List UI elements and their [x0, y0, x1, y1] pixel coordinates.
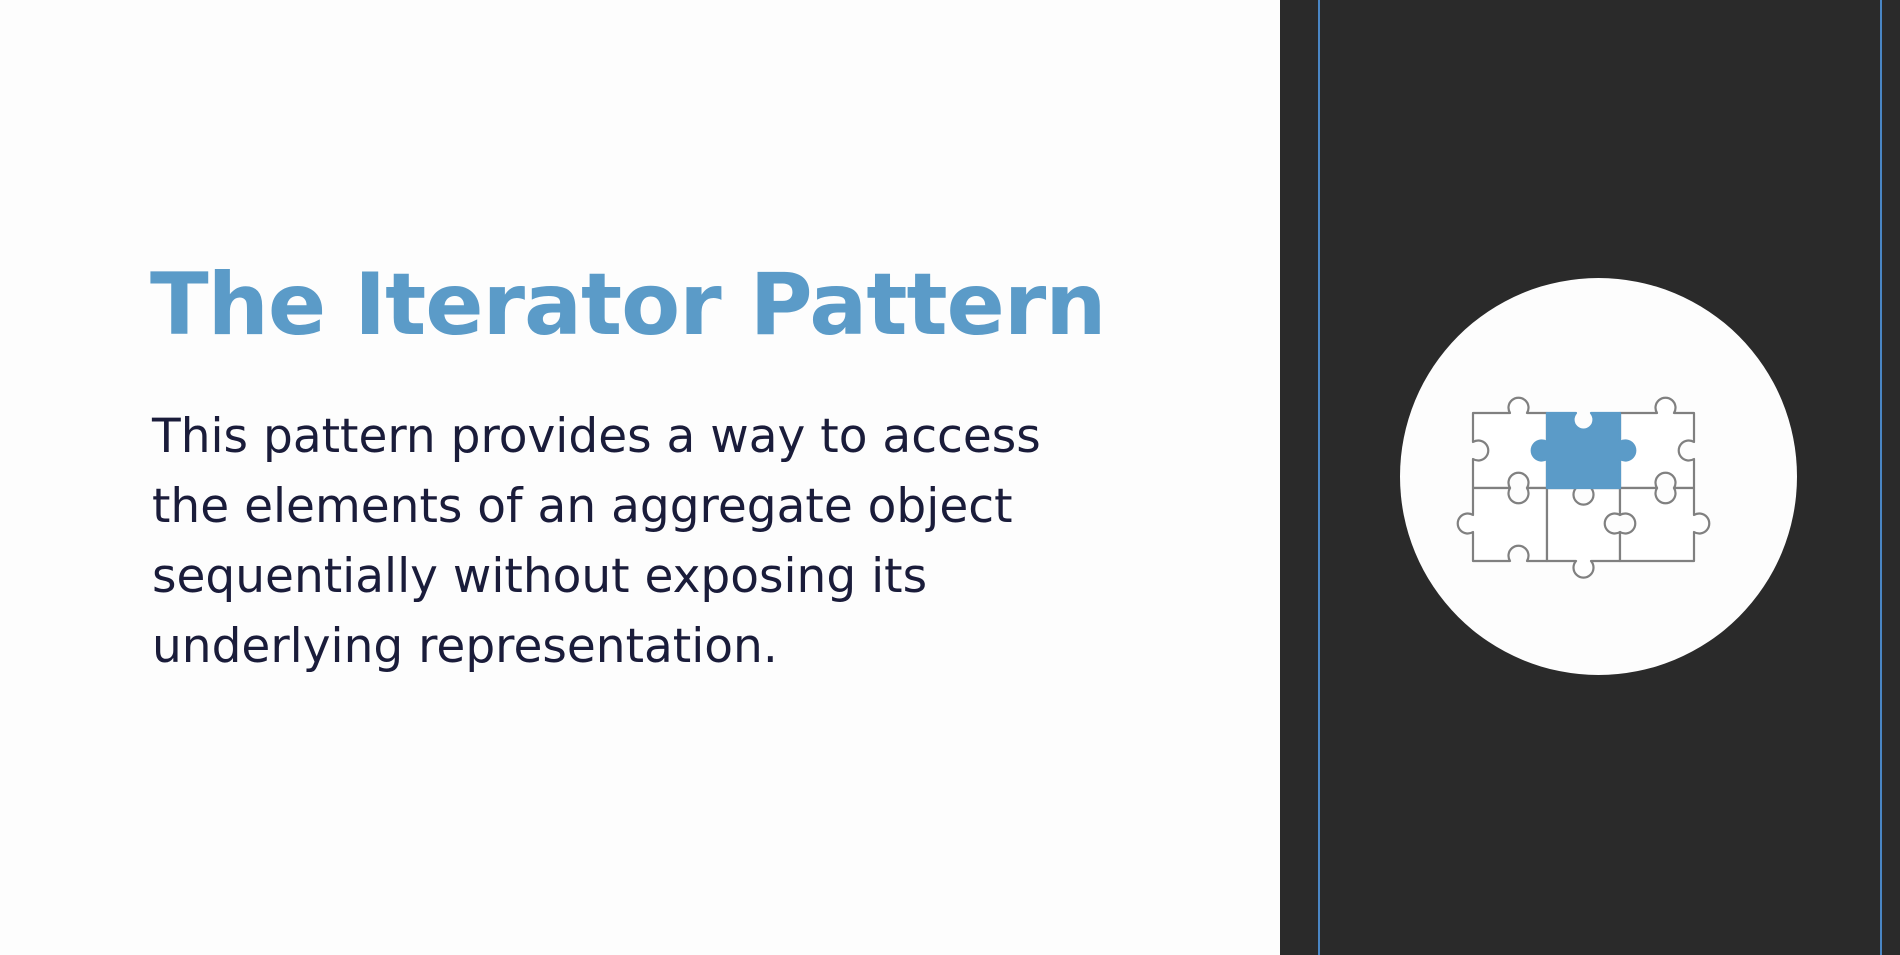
puzzle-piece-bottom-middle: [1545, 486, 1622, 579]
slide-description: This pattern provides a way to access th…: [152, 409, 1041, 674]
slide-title: The Iterator Pattern: [150, 255, 1107, 355]
guide-line-right: [1880, 0, 1882, 955]
puzzle-icon: [1456, 396, 1711, 579]
puzzle-piece-top-left: [1471, 396, 1549, 490]
puzzle-piece-top-right: [1618, 396, 1696, 490]
text-panel: The Iterator Pattern This pattern provid…: [150, 255, 1107, 674]
guide-line-left: [1318, 0, 1320, 955]
puzzle-piece-bottom-left: [1456, 486, 1549, 563]
illustration-circle: [1400, 278, 1797, 675]
puzzle-piece-bottom-right: [1618, 486, 1711, 563]
puzzle-piece-highlighted: [1530, 411, 1637, 490]
illustration-panel: [1280, 0, 1900, 955]
